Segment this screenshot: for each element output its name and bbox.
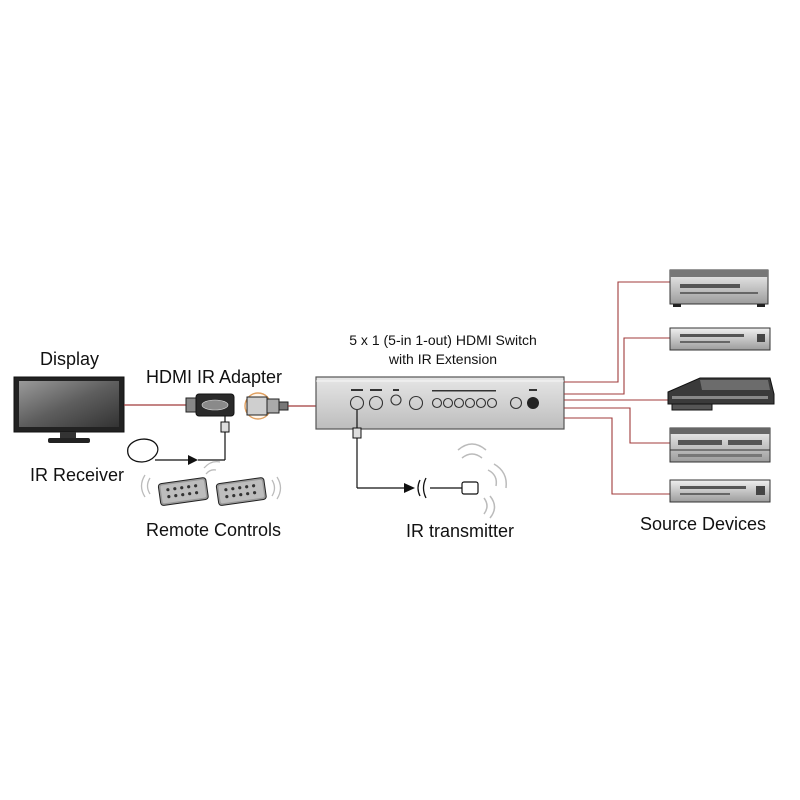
source-device-5-icon — [669, 479, 771, 503]
ir-receiver-label: IR Receiver — [30, 465, 125, 485]
source-device-3-icon — [667, 377, 775, 411]
ir-adapter-label: HDMI IR Adapter — [146, 367, 283, 387]
hdmi-ir-adapter-icon — [185, 392, 289, 460]
source-devices-label: Source Devices — [640, 514, 767, 534]
ir-transmitter-icon — [356, 438, 507, 519]
source-cables — [564, 281, 670, 495]
switch-title: 5 x 1 (5-in 1-out) HDMI Switch with IR E… — [318, 331, 568, 369]
switch-title-line2: with IR Extension — [388, 351, 498, 367]
display-label: Display — [40, 349, 100, 369]
display-icon — [13, 376, 125, 443]
source-device-2-icon — [669, 327, 771, 351]
switch-title-line1: 5 x 1 (5-in 1-out) HDMI Switch — [349, 332, 537, 348]
remote-controls-label: Remote Controls — [146, 520, 282, 540]
source-device-4-icon — [669, 427, 771, 463]
hdmi-switch-icon — [315, 376, 565, 439]
ir-transmitter-label: IR transmitter — [406, 521, 515, 541]
ir-receiver-icon — [127, 438, 225, 465]
remote-controls-icon — [140, 460, 282, 506]
source-device-1-icon — [669, 269, 769, 307]
